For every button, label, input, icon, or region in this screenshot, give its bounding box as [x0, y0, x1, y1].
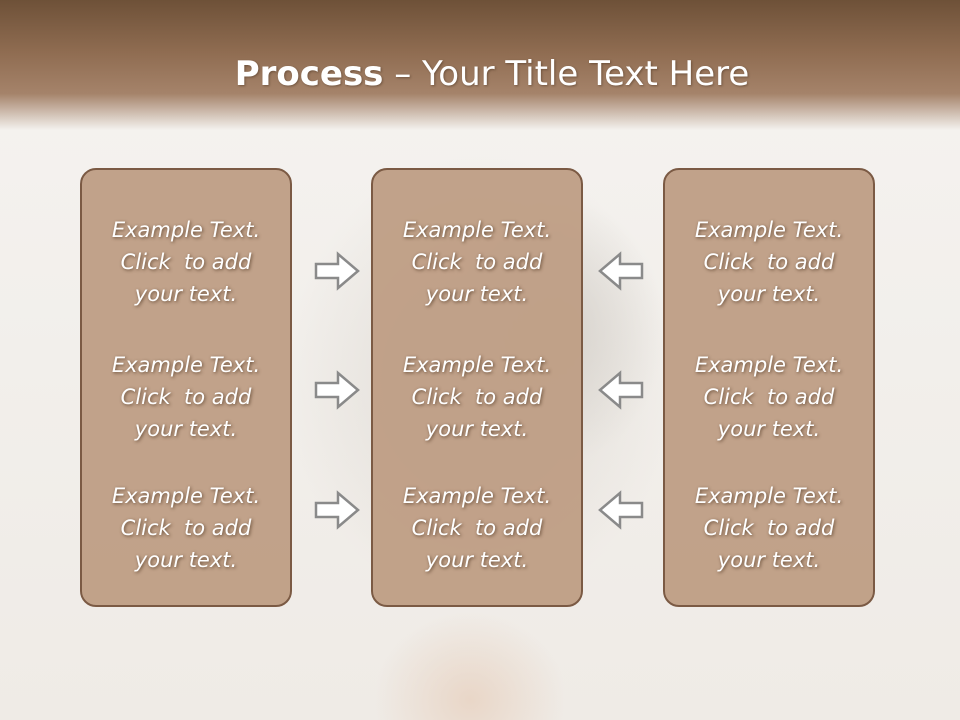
arrow-right-icon	[314, 490, 360, 530]
arrow-left-icon	[598, 251, 644, 291]
process-card-right[interactable]: Example Text. Click to add your text. Ex…	[663, 168, 875, 607]
card-text-placeholder[interactable]: Example Text. Click to add your text.	[402, 353, 552, 441]
arrow-left-icon	[598, 490, 644, 530]
arrow-right-icon	[314, 251, 360, 291]
arrow-right-icon	[314, 370, 360, 410]
card-text-placeholder[interactable]: Example Text. Click to add your text.	[402, 484, 552, 572]
card-text-placeholder[interactable]: Example Text. Click to add your text.	[111, 484, 261, 572]
card-text-placeholder[interactable]: Example Text. Click to add your text.	[694, 484, 844, 572]
card-text-placeholder[interactable]: Example Text. Click to add your text.	[694, 353, 844, 441]
process-card-left[interactable]: Example Text. Click to add your text. Ex…	[80, 168, 292, 607]
slide-title[interactable]: Process – Your Title Text Here	[0, 52, 960, 96]
arrow-left-icon	[598, 370, 644, 410]
card-text-placeholder[interactable]: Example Text. Click to add your text.	[111, 218, 261, 306]
card-text-placeholder[interactable]: Example Text. Click to add your text.	[694, 218, 844, 306]
title-banner	[0, 0, 960, 130]
process-card-center[interactable]: Example Text. Click to add your text. Ex…	[371, 168, 583, 607]
title-bold-text: Process	[234, 54, 384, 94]
card-text-placeholder[interactable]: Example Text. Click to add your text.	[111, 353, 261, 441]
card-text-placeholder[interactable]: Example Text. Click to add your text.	[402, 218, 552, 306]
title-rest-text: – Your Title Text Here	[383, 54, 750, 94]
